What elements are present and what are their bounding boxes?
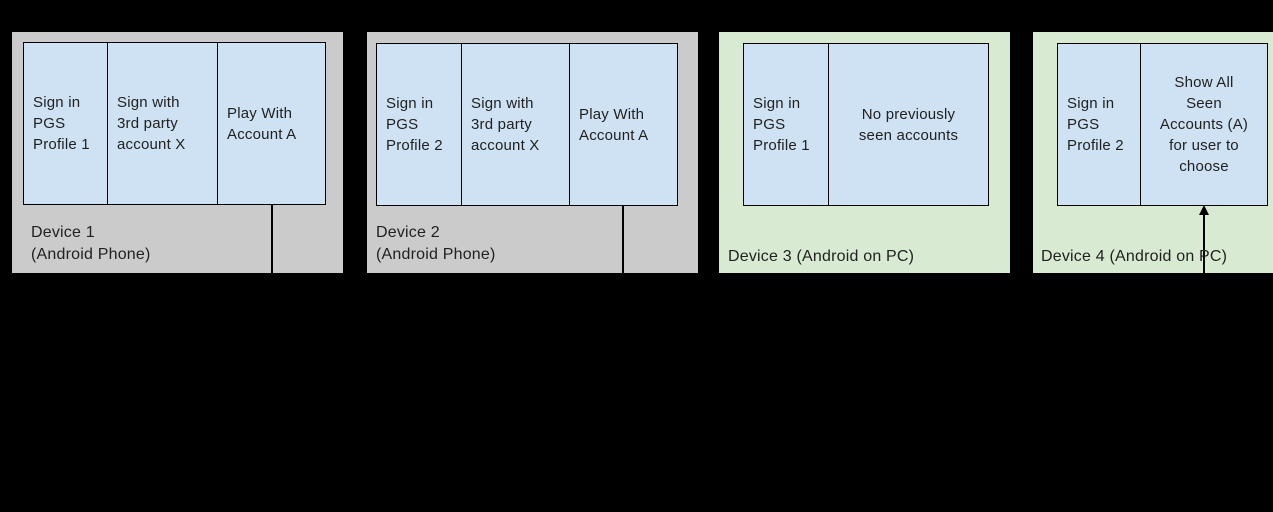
device-2-steps-row: Sign in PGS Profile 2 Sign with 3rd part… [376, 43, 678, 206]
device-2-label: Device 2 (Android Phone) [376, 224, 496, 263]
device-4-panel: Sign in PGS Profile 2 Show All Seen Acco… [1033, 32, 1273, 273]
connector-line-up [1203, 213, 1205, 273]
play-with-account-box: Play With Account A [218, 42, 326, 205]
sign-in-pgs-profile-box: Sign in PGS Profile 2 [376, 43, 462, 206]
device-3-label: Device 3 (Android on PC) [728, 248, 915, 265]
third-party-sign-in-box: Sign with 3rd party account X [108, 42, 218, 205]
third-party-sign-in-box: Sign with 3rd party account X [462, 43, 570, 206]
device-2-panel: Sign in PGS Profile 2 Sign with 3rd part… [367, 32, 698, 273]
device-3-panel: Sign in PGS Profile 1 No previously seen… [719, 32, 1010, 273]
no-seen-accounts-box: No previously seen accounts [829, 43, 989, 206]
device-4-steps-row: Sign in PGS Profile 2 Show All Seen Acco… [1057, 43, 1268, 206]
connector-line-down [622, 206, 624, 273]
device-4-label: Device 4 (Android on PC) [1041, 248, 1228, 265]
device-1-label: Device 1 (Android Phone) [31, 224, 151, 263]
sign-in-pgs-profile-box: Sign in PGS Profile 1 [743, 43, 829, 206]
play-with-account-box: Play With Account A [570, 43, 678, 206]
arrow-up-icon [1199, 205, 1209, 215]
show-all-seen-accounts-box: Show All Seen Accounts (A) for user to c… [1141, 43, 1268, 206]
device-3-steps-row: Sign in PGS Profile 1 No previously seen… [743, 43, 989, 206]
device-1-steps-row: Sign in PGS Profile 1 Sign with 3rd part… [23, 42, 326, 205]
sign-in-pgs-profile-box: Sign in PGS Profile 2 [1057, 43, 1141, 206]
device-1-panel: Sign in PGS Profile 1 Sign with 3rd part… [12, 32, 343, 273]
sign-in-pgs-profile-box: Sign in PGS Profile 1 [23, 42, 108, 205]
connector-line-down [271, 205, 273, 273]
